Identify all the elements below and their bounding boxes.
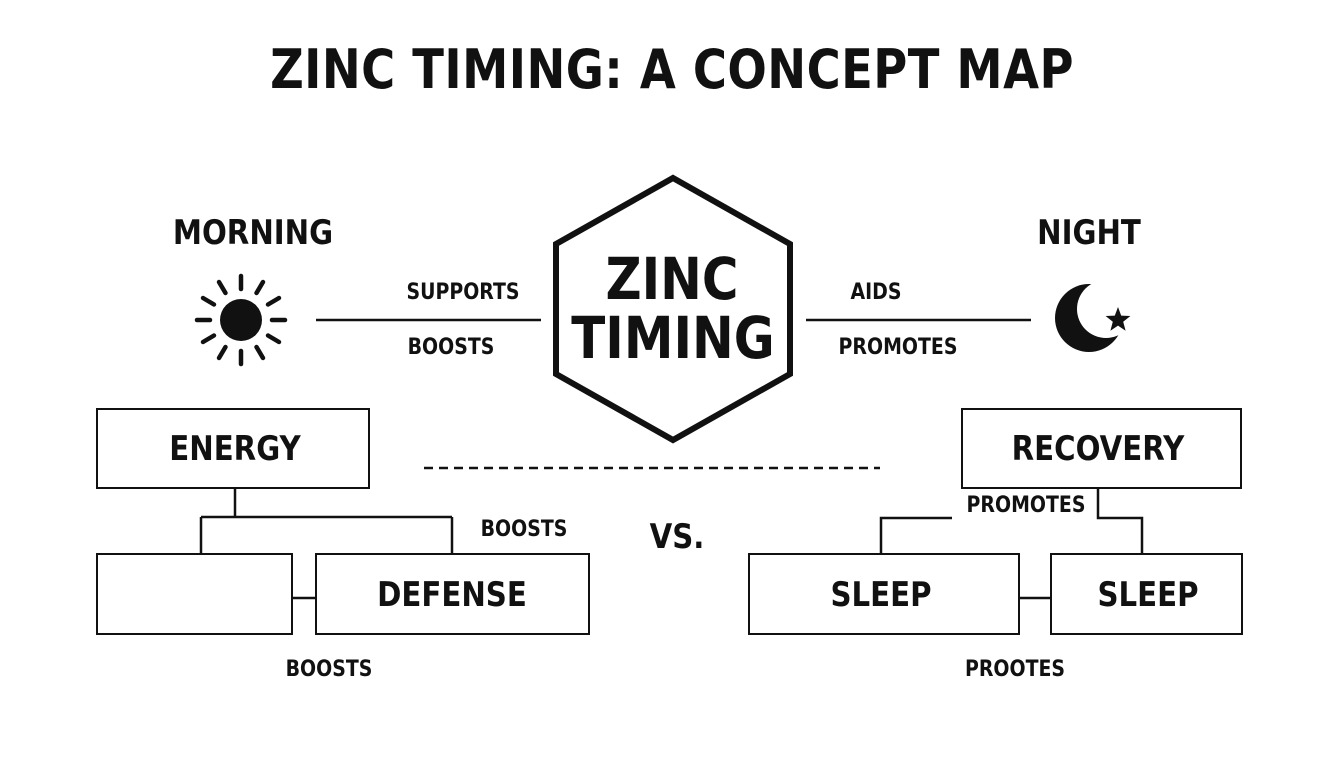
defense-label: DEFENSE bbox=[377, 575, 527, 615]
moon-star-icon bbox=[1055, 280, 1135, 352]
center-label-zinc: ZINC bbox=[605, 245, 739, 313]
link-label-boosts: BOOSTS bbox=[407, 335, 495, 360]
prootes-label: PROOTES bbox=[964, 657, 1066, 682]
left-tree-connectors bbox=[199, 488, 454, 600]
sleep-left-box bbox=[748, 553, 1020, 635]
night-label: NIGHT bbox=[1037, 213, 1141, 253]
empty-box bbox=[96, 553, 293, 635]
sleep-left-label: SLEEP bbox=[830, 575, 932, 615]
sleep-right-label: SLEEP bbox=[1097, 575, 1199, 615]
morning-label: MORNING bbox=[172, 213, 334, 253]
boosts-lower-label: BOOSTS bbox=[285, 657, 373, 682]
energy-box bbox=[96, 408, 370, 489]
boosts-upper-label: BOOSTS bbox=[480, 517, 568, 542]
link-label-promotes: PROMOTES bbox=[838, 335, 958, 360]
sleep-right-box bbox=[1050, 553, 1243, 635]
recovery-label: RECOVERY bbox=[1011, 429, 1185, 469]
link-label-supports: SUPPORTS bbox=[406, 280, 520, 305]
center-label-timing: TIMING bbox=[571, 304, 775, 372]
recovery-box bbox=[961, 408, 1242, 489]
promotes-label: PROMOTES bbox=[966, 493, 1086, 518]
defense-box bbox=[315, 553, 590, 635]
right-tree-connectors bbox=[879, 488, 1144, 600]
sun-icon bbox=[194, 273, 288, 367]
energy-label: ENERGY bbox=[169, 429, 301, 469]
center-hexagon bbox=[553, 174, 793, 444]
link-label-aids: AIDS bbox=[850, 280, 902, 305]
page-title: ZINC TIMING: A CONCEPT MAP bbox=[270, 38, 1074, 101]
vs-label: VS. bbox=[649, 517, 705, 557]
